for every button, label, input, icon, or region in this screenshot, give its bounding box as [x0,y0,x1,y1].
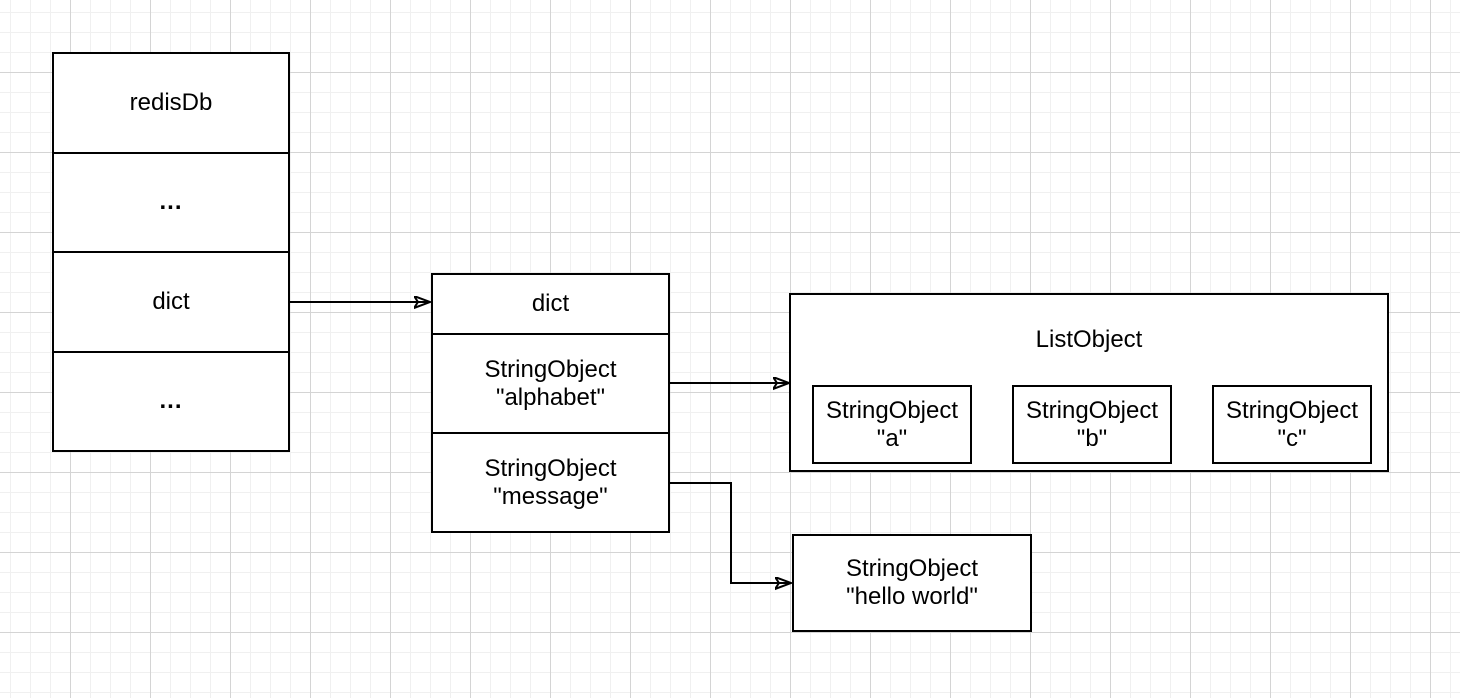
entry-key-label: "message" [493,482,608,510]
redisdb-title-label: redisDb [129,88,213,116]
item-value-label: "c" [1277,424,1307,452]
ellipsis-label: ... [159,188,183,216]
redisdb-dict-label: dict [152,287,190,315]
listobject-node[interactable]: ListObject StringObject "a" StringObject… [789,293,1389,472]
dict-header-label: dict [531,290,570,317]
redisdb-row-ellipsis-bottom[interactable]: ... [54,353,288,451]
entry-type-label: StringObject [484,355,617,383]
entry-type-label: StringObject [484,454,617,482]
item-value-label: "a" [876,424,908,452]
dict-node-header[interactable]: dict [433,275,668,335]
item-value-label: "b" [1076,424,1108,452]
listobject-item-a[interactable]: StringObject "a" [812,385,972,464]
listobject-title: ListObject [791,295,1387,385]
entry-key-label: "alphabet" [495,383,606,411]
listobject-title-label: ListObject [1035,326,1143,353]
listobject-item-b[interactable]: StringObject "b" [1012,385,1172,464]
ellipsis-label: ... [159,387,183,415]
item-type-label: StringObject [1025,396,1159,424]
item-type-label: StringObject [1225,396,1359,424]
redisdb-node[interactable]: redisDb ... dict ... [52,52,290,452]
redisdb-row-dict[interactable]: dict [54,253,288,353]
listobject-item-c[interactable]: StringObject "c" [1212,385,1372,464]
dict-entry-message[interactable]: StringObject "message" [433,434,668,531]
redisdb-row-ellipsis-top[interactable]: ... [54,154,288,253]
connector-message-to-hello-arrow[interactable] [670,482,790,583]
hello-value-label: "hello world" [846,583,978,610]
dict-node[interactable]: dict StringObject "alphabet" StringObjec… [431,273,670,533]
dict-entry-alphabet[interactable]: StringObject "alphabet" [433,335,668,434]
redisdb-row-title[interactable]: redisDb [54,54,288,154]
item-type-label: StringObject [825,396,959,424]
hello-type-label: StringObject [845,555,979,582]
stringobject-hello-node[interactable]: StringObject "hello world" [792,534,1032,632]
